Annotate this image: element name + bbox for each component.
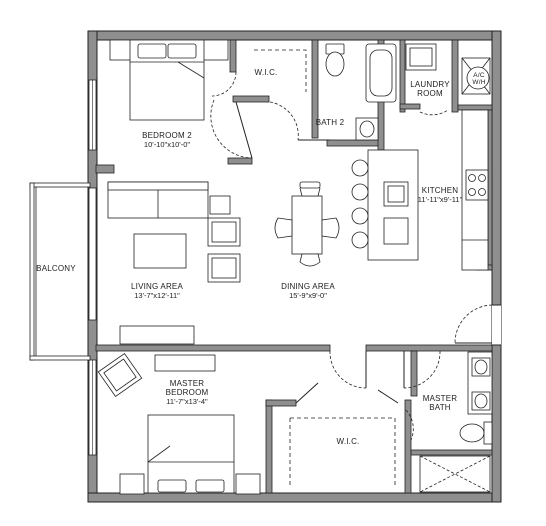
dining-furniture	[274, 181, 340, 267]
bath2-fixtures	[325, 43, 397, 141]
door-swing-icon	[269, 101, 299, 141]
balcony-rail	[29, 182, 91, 361]
room-label-dining: DINING AREA 15'-9"x9'-0"	[281, 282, 335, 300]
room-name: DINING AREA	[281, 282, 335, 291]
room-label-ac: A/C W/H	[468, 72, 490, 86]
door-swing-icon	[454, 304, 493, 344]
laundry-fixtures	[405, 43, 491, 95]
room-label-bath-2: BATH 2	[316, 118, 345, 127]
door-swing-icon	[329, 350, 367, 389]
toilet-icon	[483, 421, 493, 445]
room-label-wic-top: W.I.C.	[255, 68, 278, 77]
bedroom2-furniture	[109, 39, 229, 121]
master-bath-fixtures	[419, 351, 493, 493]
room-label-balcony: BALCONY	[36, 264, 76, 273]
room-name: BEDROOM 2	[142, 131, 192, 140]
master-furniture	[97, 352, 261, 495]
door-swing-icon	[211, 71, 237, 97]
room-name: W.I.C.	[336, 437, 360, 446]
room-dimensions: 10'-10"x10'-0"	[143, 140, 191, 149]
bar-stool-icon	[351, 159, 369, 249]
room-name: LIVING AREA	[131, 282, 183, 291]
dining-table-icon	[291, 195, 323, 255]
room-dimensions: 11'-7"x13'-4"	[166, 397, 208, 406]
room-dimensions: 11'-11"x9'-11"	[417, 195, 463, 204]
room-label-bedroom-2: BEDROOM 2 10'-10"x10'-0"	[142, 131, 192, 149]
room-label-master: MASTER BEDROOM 11'-7"x13'-4"	[156, 379, 218, 406]
room-label-wic-bottom: W.I.C.	[337, 437, 360, 446]
room-dimensions: 15'-9"x9'-0"	[289, 291, 327, 300]
door-swing-icon	[210, 99, 253, 159]
room-name: LAUNDRY ROOM	[410, 80, 450, 98]
doors	[210, 71, 493, 441]
stove-icon	[465, 169, 489, 201]
door-swing-icon	[419, 109, 449, 116]
room-label-kitchen: KITCHEN 11'-11"x9'-11"	[418, 186, 462, 204]
closet-shelves	[254, 49, 396, 485]
door-swing-icon	[403, 350, 441, 389]
room-name: W.I.C.	[254, 68, 278, 77]
room-name: MASTER BEDROOM	[165, 379, 209, 397]
room-name: A/C W/H	[472, 72, 486, 86]
room-dimensions: 13'-7"x12'-11"	[134, 291, 180, 300]
room-label-living: LIVING AREA 13'-7"x12'-11"	[131, 282, 183, 300]
room-label-laundry: LAUNDRY ROOM	[410, 80, 450, 98]
room-name: BALCONY	[36, 264, 76, 273]
kitchen-fixtures	[351, 109, 489, 271]
room-name: MASTER BATH	[422, 394, 458, 412]
room-name: KITCHEN	[421, 186, 459, 195]
room-name: BATH 2	[315, 118, 345, 127]
door-swing-icon	[405, 409, 414, 441]
room-label-master-bath: MASTER BATH	[420, 394, 460, 412]
living-furniture	[107, 181, 241, 345]
armchair-icon	[207, 217, 241, 283]
